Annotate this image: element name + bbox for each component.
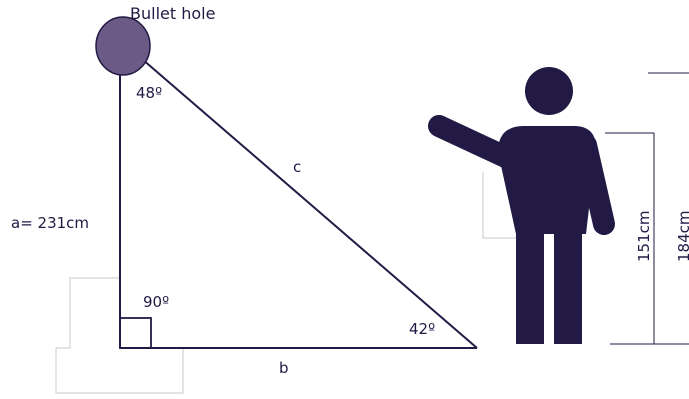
height-measures	[605, 72, 689, 345]
bullet-hole-label: Bullet hole	[130, 4, 215, 23]
person-torso	[498, 126, 596, 234]
hypotenuse-label: c	[293, 158, 301, 176]
bullet-hole	[95, 16, 151, 76]
person-leg-right	[554, 228, 582, 344]
base-label: b	[279, 359, 289, 377]
top-angle-label: 48º	[136, 84, 162, 102]
bottom-angle-label: 42º	[409, 320, 435, 338]
right-angle-marker	[119, 317, 152, 349]
arm-guide	[482, 172, 520, 239]
total-height-label: 184cm	[675, 211, 689, 263]
triangle	[119, 39, 478, 349]
side-c	[119, 39, 478, 349]
construction-lines	[55, 172, 520, 394]
side-a-label: a= 231cm	[11, 214, 89, 232]
guide-box-upper	[69, 277, 120, 348]
right-angle-label: 90º	[143, 293, 169, 311]
guide-box-lower	[55, 347, 184, 394]
person-head	[525, 67, 573, 115]
person-leg-left	[516, 228, 544, 344]
person-silhouette	[428, 67, 615, 344]
shoulder-height-label: 151cm	[635, 211, 653, 263]
